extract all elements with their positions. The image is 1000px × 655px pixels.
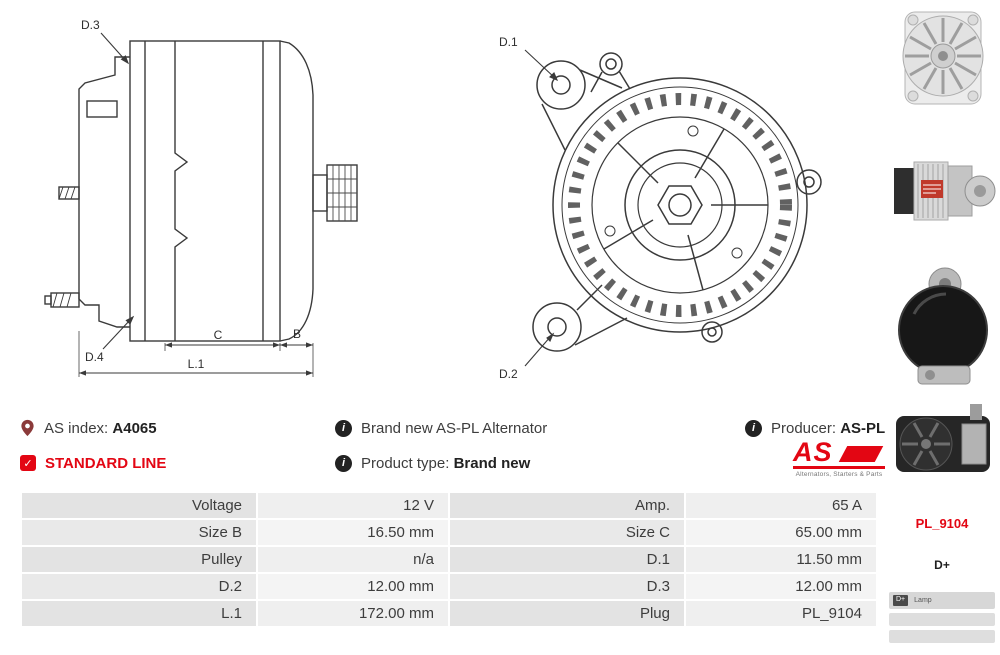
spec-value: 12 V (256, 491, 450, 520)
product-photo-rear-fan (888, 394, 998, 495)
terminal-label: D+ (934, 558, 950, 572)
front-view-technical-drawing: D.1 D.2 (499, 35, 822, 381)
spec-value: 65 A (684, 491, 878, 520)
dim-label-d4: D.4 (85, 350, 104, 364)
spec-label: Voltage (20, 491, 258, 520)
alternator-body-outline (129, 40, 281, 342)
dim-label-c: C (214, 328, 223, 342)
standard-line-text: STANDARD LINE (45, 454, 167, 472)
info-icon: i (335, 419, 352, 437)
shaft-nut-hexagon (657, 185, 703, 225)
spec-label: Size B (20, 518, 258, 547)
dim-label-d2: D.2 (499, 367, 518, 381)
check-icon: ✓ (20, 455, 36, 471)
connector-diagram: D+ Lamp (889, 592, 995, 643)
info-icon: i (745, 419, 762, 437)
spec-label: D.1 (448, 545, 686, 574)
product-type: i Product type: Brand new (335, 452, 530, 474)
spec-label: L.1 (20, 599, 258, 628)
spec-row-d2-d3: D.2 12.00 mm D.3 12.00 mm (20, 572, 878, 601)
connector-pin-dplus: D+ (893, 595, 909, 606)
info-icon: i (335, 454, 352, 472)
producer-text: Producer: AS-PL (771, 420, 885, 437)
spec-label: Size C (448, 518, 686, 547)
as-pl-logo: AS Alternators, Starters & Parts (793, 437, 885, 478)
mounting-lug-bottom (532, 302, 582, 352)
connector-pin-lamp-label: Lamp (914, 597, 932, 604)
spec-value: 11.50 mm (684, 545, 878, 574)
product-photo-rear-fins (891, 6, 995, 115)
product-photo-black-pulley (888, 260, 998, 395)
connector-bar (889, 630, 995, 643)
product-photo-side-label (888, 140, 998, 245)
spec-value: 12.00 mm (684, 572, 878, 601)
vent-slots (568, 93, 792, 317)
leader-lines (524, 49, 559, 367)
housing-outline (552, 77, 808, 333)
dim-label-b: B (293, 327, 301, 341)
producer-value: AS-PL (840, 419, 886, 437)
spec-row-l1-plug: L.1 172.00 mm Plug PL_9104 (20, 599, 878, 628)
spec-value: n/a (256, 545, 450, 574)
spec-row-sizeb-sizec: Size B 16.50 mm Size C 65.00 mm (20, 518, 878, 547)
plug-code: PL_9104 (915, 516, 969, 531)
as-pl-logo-flag (838, 446, 883, 462)
spec-row-voltage-amp: Voltage 12 V Amp. 65 A (20, 491, 878, 520)
product-type-label: Product type: (361, 454, 450, 472)
pin-icon (21, 419, 34, 437)
mounting-lug-top (536, 60, 586, 110)
brand-new-text: Brand new AS-PL Alternator (361, 419, 548, 437)
connector-bar (889, 613, 995, 626)
as-pl-logo-text: AS (793, 437, 833, 467)
rear-cover-outline (78, 56, 130, 328)
spec-value: 16.50 mm (256, 518, 450, 547)
spec-label: Pulley (20, 545, 258, 574)
connector-row-dplus: D+ Lamp (889, 592, 995, 609)
spec-value: 12.00 mm (256, 572, 450, 601)
brand-new-note: i Brand new AS-PL Alternator (335, 417, 547, 439)
spec-value: 172.00 mm (256, 599, 450, 628)
dim-label-d3: D.3 (81, 18, 100, 32)
front-bell-outline (279, 40, 314, 342)
producer-label: Producer: (771, 419, 837, 437)
spec-label: Plug (448, 599, 686, 628)
spec-label: D.2 (20, 572, 258, 601)
spec-table: Voltage 12 V Amp. 65 A Size B 16.50 mm S… (20, 491, 878, 628)
spec-value: 65.00 mm (684, 518, 878, 547)
dim-label-d1: D.1 (499, 35, 518, 49)
leader-lines (100, 32, 135, 350)
as-index: AS index: A4065 (20, 417, 157, 439)
producer: i Producer: AS-PL (745, 417, 885, 439)
product-type-value: Brand new (453, 454, 531, 472)
side-view-technical-drawing: D.3 D.4 C B L.1 (44, 18, 358, 377)
spec-label: D.3 (448, 572, 686, 601)
dim-label-l1: L.1 (188, 357, 205, 371)
as-index-text: AS index: A4065 (44, 420, 157, 437)
as-pl-logo-subtext: Alternators, Starters & Parts (795, 471, 883, 478)
as-index-label: AS index: (44, 419, 109, 437)
spec-value: PL_9104 (684, 599, 878, 628)
product-type-text: Product type: Brand new (361, 455, 530, 472)
as-index-value: A4065 (112, 419, 157, 437)
as-pl-logo-mark: AS (793, 437, 885, 469)
spec-label: Amp. (448, 491, 686, 520)
spec-row-pulley-d1: Pulley n/a D.1 11.50 mm (20, 545, 878, 574)
standard-line: ✓ STANDARD LINE (20, 452, 166, 474)
